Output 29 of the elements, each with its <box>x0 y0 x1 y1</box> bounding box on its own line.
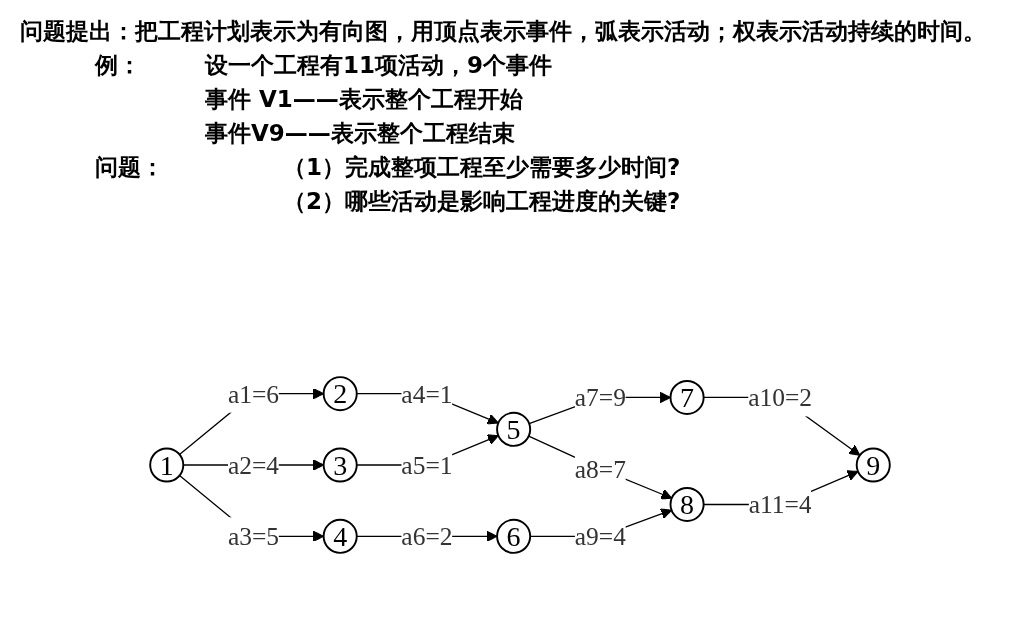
edge-label: a10=2 <box>748 383 813 412</box>
node-circle: 6 <box>496 518 532 554</box>
node-circle: 4 <box>322 518 358 554</box>
text-line: （2）哪些活动是影响工程进度的关键? <box>283 187 682 216</box>
edge-label: a5=1 <box>401 450 453 480</box>
node-circle: 2 <box>322 376 358 412</box>
node-circle: 3 <box>322 447 358 483</box>
node-circle: 1 <box>149 447 185 483</box>
edge-label: a8=7 <box>574 454 626 483</box>
text-line: 事件V9——表示整个工程结束 <box>205 119 516 148</box>
text-line: （1）完成整项工程至少需要多少时间? <box>283 153 682 182</box>
edge-label: a11=4 <box>748 490 812 519</box>
text-line: 事件 V1——表示整个工程开始 <box>205 85 524 114</box>
node-circle: 7 <box>669 379 705 415</box>
edge-label: a7=9 <box>574 383 626 412</box>
text-line: 设一个工程有11项活动，9个事件 <box>205 51 553 80</box>
node-circle: 5 <box>496 411 532 447</box>
edge-label: a9=4 <box>574 522 626 551</box>
arrow <box>528 435 673 500</box>
edge-label: a2=4 <box>227 450 280 480</box>
node-circle: 9 <box>855 447 891 483</box>
edge-label: a4=1 <box>401 379 453 408</box>
edge-label: a3=5 <box>227 522 280 551</box>
edge-label: a1=6 <box>227 379 280 408</box>
edge-label: a6=2 <box>401 522 453 551</box>
label-text: 问题： <box>95 153 165 182</box>
node-circle: 8 <box>669 486 705 522</box>
label-text: 例： <box>95 51 142 80</box>
intro-paragraph: 问题提出：把工程计划表示为有向图，用顶点表示事件，弧表示活动；权表示活动持续的时间。 <box>20 17 987 46</box>
